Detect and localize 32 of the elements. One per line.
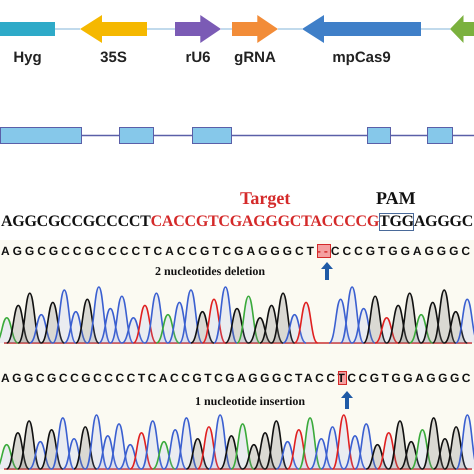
boxed-sequence-text: TGG bbox=[379, 213, 414, 231]
gene-label: rU6 bbox=[184, 49, 212, 66]
sequence-text: AGGGC bbox=[414, 213, 474, 231]
gene-label: gRNA bbox=[233, 49, 277, 66]
exon-box bbox=[427, 127, 453, 144]
sequence-text: CACCGTCGAGGGCTACCCCG bbox=[150, 213, 380, 231]
backbone-line bbox=[55, 28, 80, 30]
sequence-text: AGGCGCCGCCCCT bbox=[1, 213, 151, 231]
annotation-text: 2 nucleotides deletion bbox=[155, 264, 265, 279]
intron-line bbox=[232, 134, 367, 136]
gene-label: mpCas9 bbox=[331, 49, 392, 66]
intron-line bbox=[82, 134, 119, 136]
sequence-text: CCCGTGGAGGGC bbox=[330, 244, 473, 258]
intron-line bbox=[154, 134, 192, 136]
exon-box bbox=[367, 127, 391, 144]
sequence-text: CCGTGGAGGGC bbox=[347, 371, 473, 385]
sequence-text: AGGCGCCGCCCCTCACCGTCGAGGGCTACC bbox=[1, 371, 338, 385]
pam-label: PAM bbox=[376, 188, 416, 209]
sequence-text: AGGCGCCGCCCCTCACCGTCGAGGGCT bbox=[1, 244, 317, 258]
exon-box bbox=[0, 127, 82, 144]
exon-box bbox=[192, 127, 232, 144]
gene-label: 35S bbox=[99, 49, 128, 66]
gene-label: Hyg bbox=[12, 49, 43, 66]
exon-box bbox=[119, 127, 154, 144]
annotation-text: 1 nucleotide insertion bbox=[195, 394, 305, 409]
backbone-line bbox=[147, 28, 175, 30]
intron-line bbox=[391, 134, 427, 136]
backbone-line bbox=[221, 28, 232, 30]
backbone-line bbox=[278, 28, 302, 30]
backbone-line bbox=[421, 28, 450, 30]
intron-line bbox=[453, 134, 474, 136]
target-label: Target bbox=[240, 188, 290, 209]
